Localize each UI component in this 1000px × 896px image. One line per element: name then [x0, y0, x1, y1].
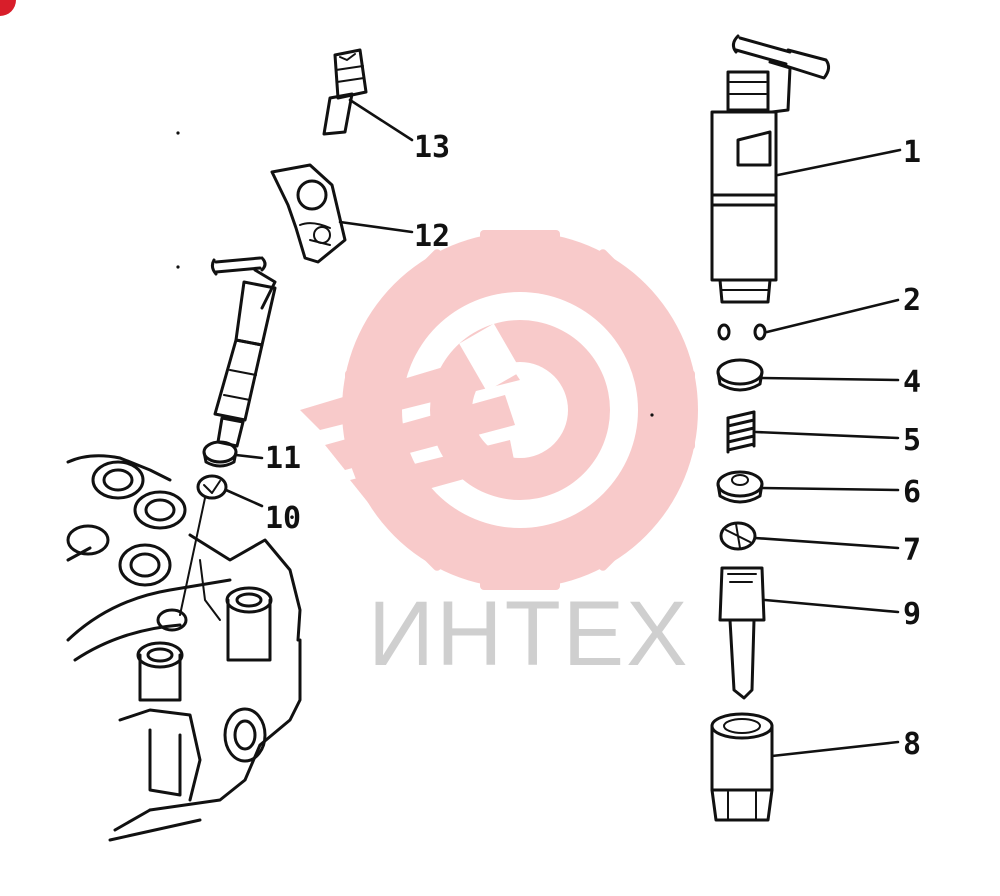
callout-labels: 1 2 4 5 6 7 9 8 13 12 11 10 — [265, 130, 921, 762]
watermark-text: ИНТЕХ — [368, 583, 690, 685]
callout-10: 10 — [265, 501, 301, 536]
corner-badge — [0, 0, 16, 16]
part-9-nozzle — [718, 566, 766, 700]
callout-4: 4 — [903, 365, 921, 400]
callout-11: 11 — [265, 441, 301, 476]
part-12-clamp — [270, 163, 347, 264]
part-11-washer — [202, 440, 238, 468]
watermark-logo: ИНТЕХ — [300, 230, 698, 685]
callout-8: 8 — [903, 727, 921, 762]
part-10-seal — [196, 474, 228, 500]
callout-9: 9 — [903, 597, 921, 632]
part-13-bolt — [322, 48, 368, 136]
left-injector — [210, 256, 277, 448]
part-8-nozzle-nut — [710, 712, 774, 822]
part-4-washer — [716, 358, 764, 392]
part-1-injector-holder — [710, 34, 831, 304]
part-5-spring — [726, 410, 756, 454]
part-6-spacer — [716, 470, 764, 504]
part-7-distance-piece — [719, 521, 757, 551]
part-2-o-rings — [717, 323, 767, 341]
callout-6: 6 — [903, 475, 921, 510]
callout-13: 13 — [414, 130, 450, 165]
callout-1: 1 — [903, 135, 921, 170]
callout-5: 5 — [903, 423, 921, 458]
callout-7: 7 — [903, 533, 921, 568]
cylinder-head — [66, 454, 302, 842]
callout-2: 2 — [903, 283, 921, 318]
leader-lines — [224, 98, 902, 758]
callout-12: 12 — [414, 219, 450, 254]
